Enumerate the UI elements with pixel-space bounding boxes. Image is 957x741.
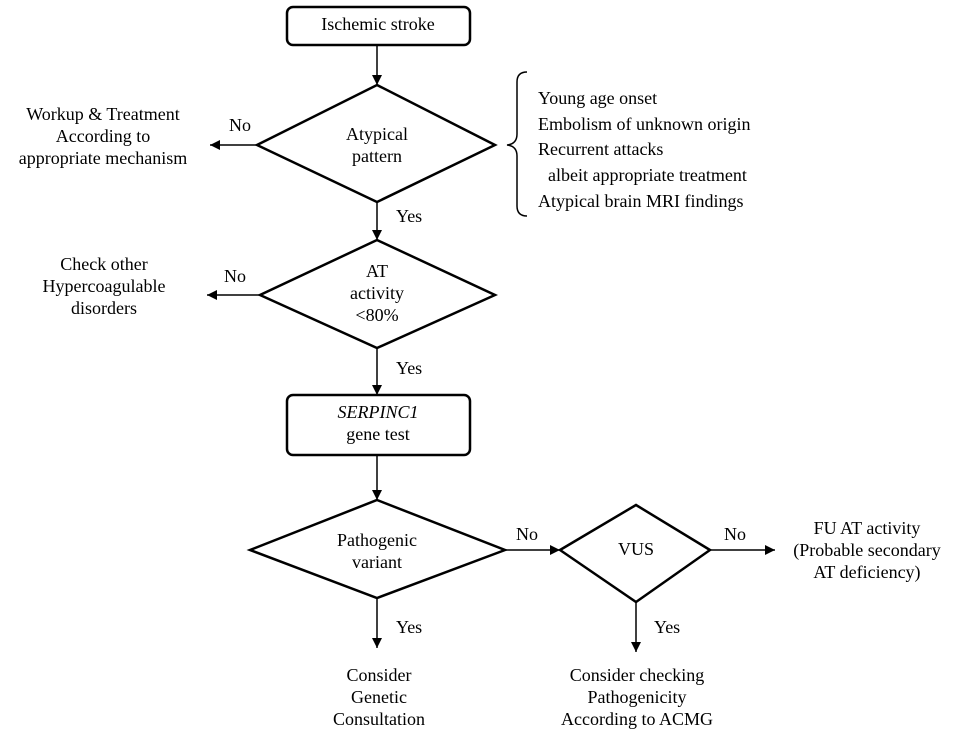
workup-line1: Workup & Treatment	[26, 104, 180, 124]
criteria-line5: Atypical brain MRI findings	[538, 190, 744, 211]
fu-label: FU AT activity (Probable secondary AT de…	[793, 518, 940, 584]
at-activity-line3: <80%	[355, 304, 399, 325]
check-other-line3: disorders	[70, 297, 137, 318]
workup-line2: According to	[55, 125, 151, 146]
edge-at-yes: Yes	[396, 358, 423, 378]
edge-pathogenic-no: No	[516, 524, 538, 544]
genetic-line3: Consultation	[332, 708, 426, 729]
start-box	[285, 5, 472, 47]
criteria-line2: Embolism of unknown origin	[538, 113, 751, 134]
check-other-line2: Hypercoagulable	[42, 275, 166, 296]
edge-at-no: No	[224, 266, 246, 286]
workup-label: Workup & Treatment According to appropri…	[19, 104, 187, 170]
genetic-line1: Consider	[346, 665, 412, 685]
criteria-line4: albeit appropriate treatment	[548, 165, 747, 186]
gene-test-label: SERPINC1 gene test	[338, 402, 419, 446]
check-other-line1: Check other	[60, 254, 148, 274]
criteria-list: Young age onset Embolism of unknown orig…	[538, 86, 751, 215]
fu-line1: FU AT activity	[813, 518, 921, 538]
acmg-line2: Pathogenicity	[587, 686, 687, 707]
at-activity-label: AT activity <80%	[350, 261, 404, 327]
start-line1: Ischemic stroke	[321, 14, 435, 34]
at-activity-line2: activity	[350, 282, 404, 303]
pathogenic-line2: variant	[352, 551, 402, 572]
acmg-line1: Consider checking	[569, 665, 705, 685]
at-activity-line1: AT	[365, 261, 388, 281]
pathogenic-line1: Pathogenic	[337, 530, 417, 550]
pathogenic-label: Pathogenic variant	[337, 530, 417, 574]
edge-vus-yes: Yes	[654, 617, 681, 637]
gene-test-box	[285, 393, 472, 457]
genetic-label: Consider Genetic Consultation	[333, 665, 425, 731]
acmg-line3: According to ACMG	[561, 708, 713, 729]
gene-test-line1: SERPINC1	[337, 402, 419, 422]
atypical-line1: Atypical	[346, 124, 408, 144]
vus-line1: VUS	[617, 539, 655, 559]
fu-line3: AT deficiency)	[813, 561, 921, 582]
start-label: Ischemic stroke	[321, 14, 434, 36]
edge-vus-no: No	[724, 524, 746, 544]
acmg-label: Consider checking Pathogenicity Accordin…	[561, 665, 713, 731]
atypical-line2: pattern	[352, 145, 402, 166]
criteria-line3: Recurrent attacks	[538, 139, 664, 160]
fu-line2: (Probable secondary	[793, 539, 941, 560]
edge-pathogenic-yes: Yes	[396, 617, 423, 637]
criteria-brace	[506, 71, 528, 217]
workup-line3: appropriate mechanism	[18, 147, 188, 168]
criteria-line1: Young age onset	[538, 88, 658, 108]
edge-atypical-no: No	[229, 115, 251, 135]
vus-label: VUS	[618, 539, 654, 561]
atypical-label: Atypical pattern	[346, 124, 408, 168]
edge-atypical-yes: Yes	[396, 206, 423, 226]
genetic-line2: Genetic	[351, 686, 407, 707]
gene-test-line2: gene test	[346, 423, 410, 444]
check-other-label: Check other Hypercoagulable disorders	[43, 254, 166, 320]
